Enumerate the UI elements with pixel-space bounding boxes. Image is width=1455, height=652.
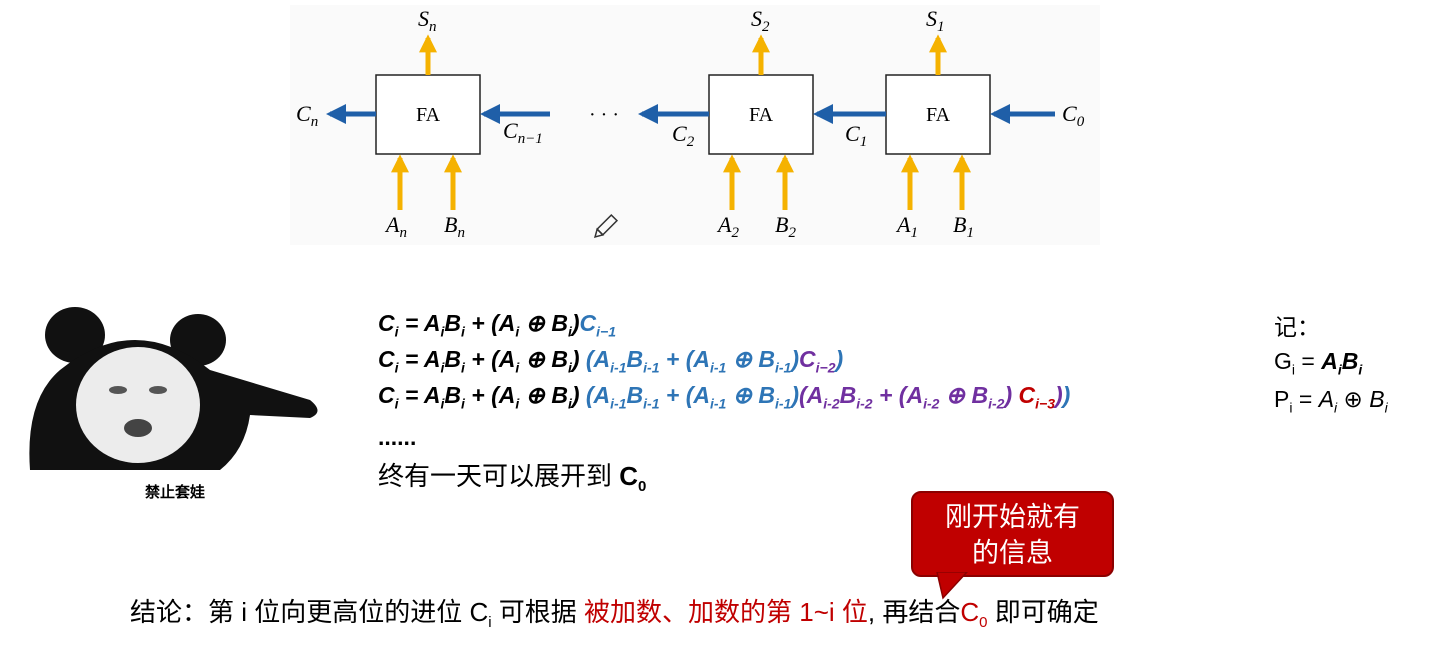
note-generate: Gi = AiBi — [1274, 348, 1363, 378]
fa-label-1: FA — [926, 104, 951, 126]
label-a2: A2 — [716, 212, 739, 241]
expand-to-c0-text: 终有一天可以展开到 C0 — [378, 461, 647, 496]
panda-eye-left — [109, 386, 127, 394]
callout-bubble: 刚开始就有 的信息 — [911, 491, 1114, 577]
label-bn: Bn — [444, 212, 465, 241]
label-c1: C1 — [845, 121, 867, 150]
label-s1: S1 — [926, 6, 945, 35]
formula-line-3: Ci = AiBi + (Ai ⊕ Bi) (Ai-1Bi-1 + (Ai-1 … — [378, 382, 1071, 412]
panda-ear-left — [45, 307, 105, 363]
label-sn: Sn — [418, 6, 437, 35]
callout-line-2: 的信息 — [972, 538, 1053, 568]
callout-pointer — [936, 572, 969, 600]
ripple-carry-adder-diagram: FA FA FA · · · Cn Cn−1 C2 C1 C0 Sn S2 S1… — [290, 5, 1100, 245]
note-propagate: Pi = Ai ⊕ Bi — [1274, 386, 1388, 416]
chain-ellipsis: · · · — [589, 104, 619, 126]
pencil-icon — [593, 213, 619, 239]
full-adder-1 — [885, 74, 991, 155]
meme-caption: 禁止套娃 — [145, 483, 205, 501]
conclusion-highlight: 被加数、加数的第 1~i 位 — [584, 597, 868, 627]
label-cn-1: Cn−1 — [503, 118, 543, 147]
meme-panda-image: 禁止套娃 — [29, 307, 318, 501]
panda-eye-right — [149, 386, 167, 394]
notes-title: 记： — [1274, 314, 1320, 340]
callout-line-1: 刚开始就有 — [945, 502, 1080, 532]
label-c0: C0 — [1062, 101, 1085, 130]
fa-label-n: FA — [416, 104, 441, 126]
panda-mouth — [124, 419, 152, 437]
formula-line-2: Ci = AiBi + (Ai ⊕ Bi) (Ai-1Bi-1 + (Ai-1 … — [378, 346, 844, 376]
label-s2: S2 — [751, 6, 770, 35]
label-c2: C2 — [672, 121, 695, 150]
label-a1: A1 — [895, 212, 918, 241]
formula-dots: ...... — [378, 424, 417, 450]
full-adder-n — [375, 74, 481, 155]
fa-label-2: FA — [749, 104, 774, 126]
formula-line-1: Ci = AiBi + (Ai ⊕ Bi)Ci−1 — [378, 310, 616, 340]
label-an: An — [384, 212, 407, 241]
label-b1: B1 — [953, 212, 974, 241]
label-b2: B2 — [775, 212, 796, 241]
conclusion-text: 结论：第 i 位向更高位的进位 Ci 可根据 被加数、加数的第 1~i 位, 再… — [130, 597, 1099, 632]
label-cn: Cn — [296, 101, 318, 130]
panda-face — [76, 347, 200, 463]
